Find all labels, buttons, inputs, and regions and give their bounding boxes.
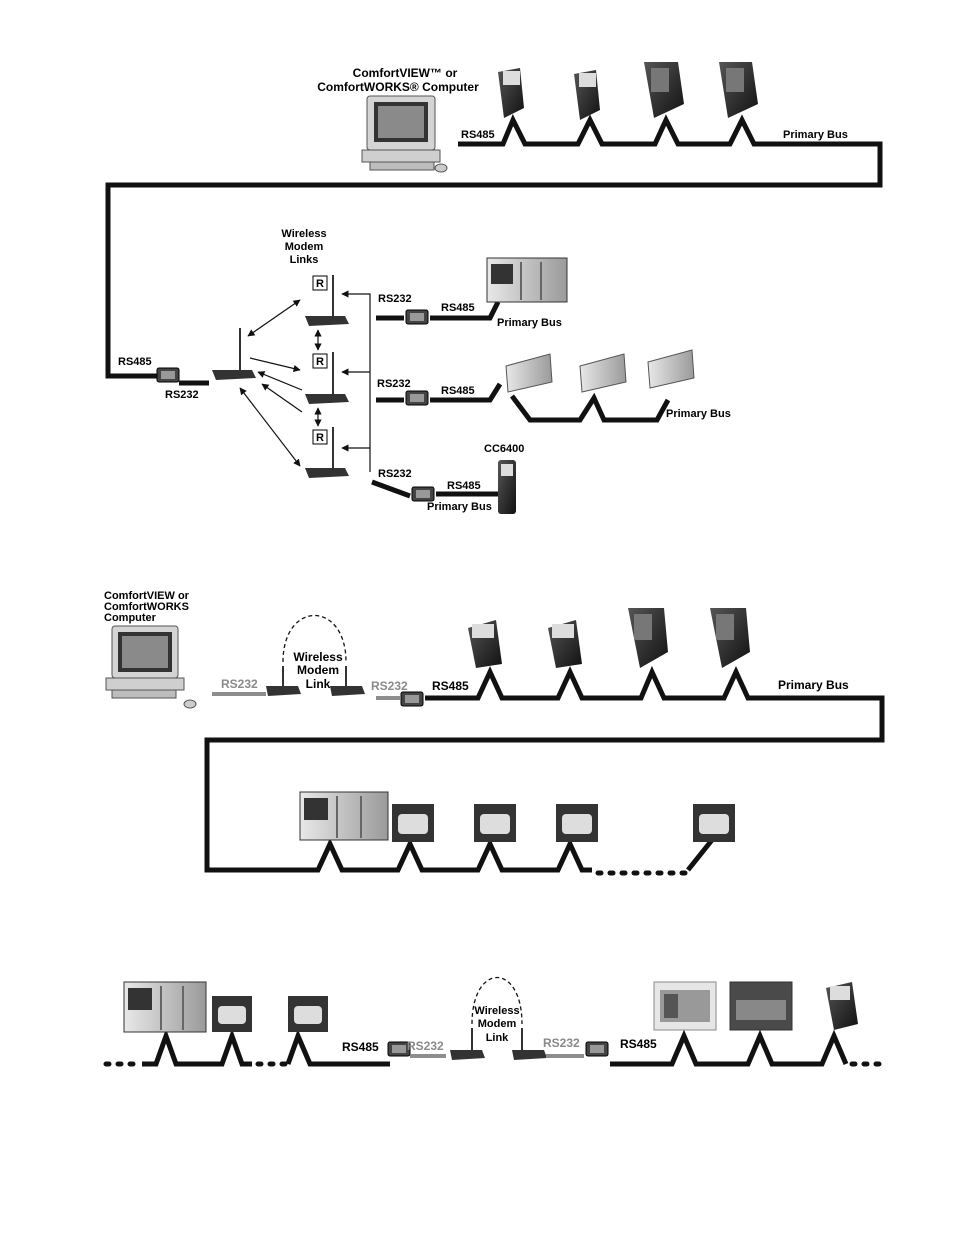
rs232-label-gray-right: RS232 bbox=[371, 679, 408, 693]
rs232-label-gray-left: RS232 bbox=[221, 677, 258, 691]
primary-bus-label-b: Primary Bus bbox=[666, 408, 731, 420]
svg-text:R: R bbox=[316, 356, 324, 368]
rs485-label-a: RS485 bbox=[441, 302, 475, 314]
rs485-label-left: RS485 bbox=[118, 356, 152, 368]
rs485-label-c: RS485 bbox=[447, 480, 481, 492]
rs232-label-b: RS232 bbox=[377, 378, 411, 390]
rs232-label-gray-right: RS232 bbox=[543, 1036, 580, 1050]
repeater-box: R bbox=[312, 429, 328, 445]
cc6400-controller-icon bbox=[498, 460, 516, 514]
wireless-label-line3: Links bbox=[290, 254, 319, 266]
wireless-label-line2: Modem bbox=[285, 241, 324, 253]
computer-label-line3: Computer bbox=[104, 612, 157, 624]
controller-icon bbox=[548, 620, 582, 668]
controller-icon bbox=[574, 70, 600, 120]
diagram-3: RS485 RS232 Wireless Modem Link RS232 RS… bbox=[103, 976, 887, 1067]
wireless-label-line3: Link bbox=[306, 677, 331, 691]
rooftop-unit-icon bbox=[123, 981, 207, 1033]
wireless-modem-icon bbox=[305, 427, 349, 478]
wireless-modem-icon bbox=[212, 328, 256, 380]
wireless-link-arc bbox=[282, 614, 347, 663]
fan-coil-unit-icon bbox=[505, 353, 553, 393]
primary-bus-label-c: Primary Bus bbox=[427, 501, 492, 513]
controller-icon bbox=[468, 620, 502, 668]
vav-box-icon bbox=[556, 804, 598, 842]
wireless-label-line1: Wireless bbox=[281, 228, 326, 240]
vav-box-icon bbox=[474, 804, 516, 842]
rs232-label-gray-left: RS232 bbox=[407, 1039, 444, 1053]
wireless-modem-icon bbox=[266, 666, 301, 696]
chiller-unit-icon bbox=[729, 981, 793, 1031]
rs232-label-a: RS232 bbox=[378, 293, 412, 305]
vav-box-icon bbox=[392, 804, 434, 842]
controller-icon bbox=[710, 608, 750, 668]
primary-bus-left bbox=[142, 1028, 252, 1067]
rs485-label-left: RS485 bbox=[342, 1040, 379, 1054]
computer-label-line2: ComfortWORKS bbox=[104, 601, 189, 613]
primary-bus-label-top: Primary Bus bbox=[783, 129, 848, 141]
rs232-label-left: RS232 bbox=[165, 389, 199, 401]
computer-label-line1: ComfortVIEW or bbox=[104, 590, 190, 602]
primary-bus-top bbox=[105, 113, 883, 379]
primary-bus-right bbox=[610, 1029, 849, 1067]
fan-coil-unit-icon bbox=[579, 353, 627, 393]
converter-icon bbox=[387, 1041, 411, 1057]
vav-box-icon bbox=[288, 996, 328, 1032]
converter-icon bbox=[411, 486, 435, 502]
wireless-modem-icon bbox=[330, 666, 365, 696]
rs485-label-right: RS485 bbox=[620, 1037, 657, 1051]
controller-icon bbox=[719, 62, 758, 118]
rs485-label-b: RS485 bbox=[441, 385, 475, 397]
wireless-arrows bbox=[239, 290, 371, 472]
computer-label-line2: ComfortWORKS® Computer bbox=[317, 80, 479, 94]
wireless-modem-icon bbox=[305, 275, 349, 326]
wireless-label-line2: Modem bbox=[297, 663, 339, 677]
diagram-1: ComfortVIEW™ or ComfortWORKS® Computer R… bbox=[105, 62, 883, 514]
diagram-2: ComfortVIEW or ComfortWORKS Computer RS2… bbox=[104, 590, 885, 876]
wireless-modem-icon bbox=[305, 352, 349, 404]
primary-bus bbox=[204, 665, 885, 873]
wireless-label-line3: Link bbox=[486, 1032, 509, 1044]
controller-icon bbox=[628, 608, 668, 668]
rs232-label-c: RS232 bbox=[378, 468, 412, 480]
repeater-box: R bbox=[312, 275, 328, 291]
rs485-label: RS485 bbox=[432, 679, 469, 693]
computer-icon bbox=[361, 95, 448, 173]
wireless-label-line1: Wireless bbox=[293, 650, 343, 664]
converter-icon bbox=[156, 367, 180, 383]
wireless-label-line2: Modem bbox=[478, 1018, 517, 1030]
fan-coil-unit-icon bbox=[647, 349, 695, 389]
controller-icon bbox=[826, 982, 858, 1030]
primary-bus-label-a: Primary Bus bbox=[497, 317, 562, 329]
converter-icon bbox=[585, 1041, 609, 1057]
converter-icon bbox=[405, 309, 429, 325]
svg-text:R: R bbox=[316, 278, 324, 290]
rooftop-unit-icon bbox=[299, 791, 389, 841]
repeater-box: R bbox=[312, 353, 328, 369]
primary-bus-b bbox=[430, 382, 503, 403]
rooftop-unit-icon bbox=[486, 257, 568, 303]
computer-label-line1: ComfortVIEW™ or bbox=[353, 66, 458, 80]
converter-icon bbox=[405, 390, 429, 406]
wireless-modem-icon bbox=[450, 1028, 485, 1060]
primary-bus-label: Primary Bus bbox=[778, 678, 849, 692]
converter-icon bbox=[400, 691, 424, 707]
chiller-unit-icon bbox=[653, 981, 717, 1031]
computer-icon bbox=[105, 625, 197, 709]
wireless-link-arc bbox=[471, 976, 523, 1025]
vav-box-icon bbox=[212, 996, 252, 1032]
controller-icon bbox=[644, 62, 684, 118]
wireless-label-line1: Wireless bbox=[474, 1005, 519, 1017]
controller-icon bbox=[498, 68, 524, 118]
vav-box-icon bbox=[693, 804, 735, 842]
wireless-modem-icon bbox=[512, 1028, 547, 1060]
primary-bus-a bbox=[430, 300, 501, 321]
svg-text:R: R bbox=[316, 432, 324, 444]
cc6400-label: CC6400 bbox=[484, 443, 524, 455]
rs485-label-top: RS485 bbox=[461, 129, 495, 141]
